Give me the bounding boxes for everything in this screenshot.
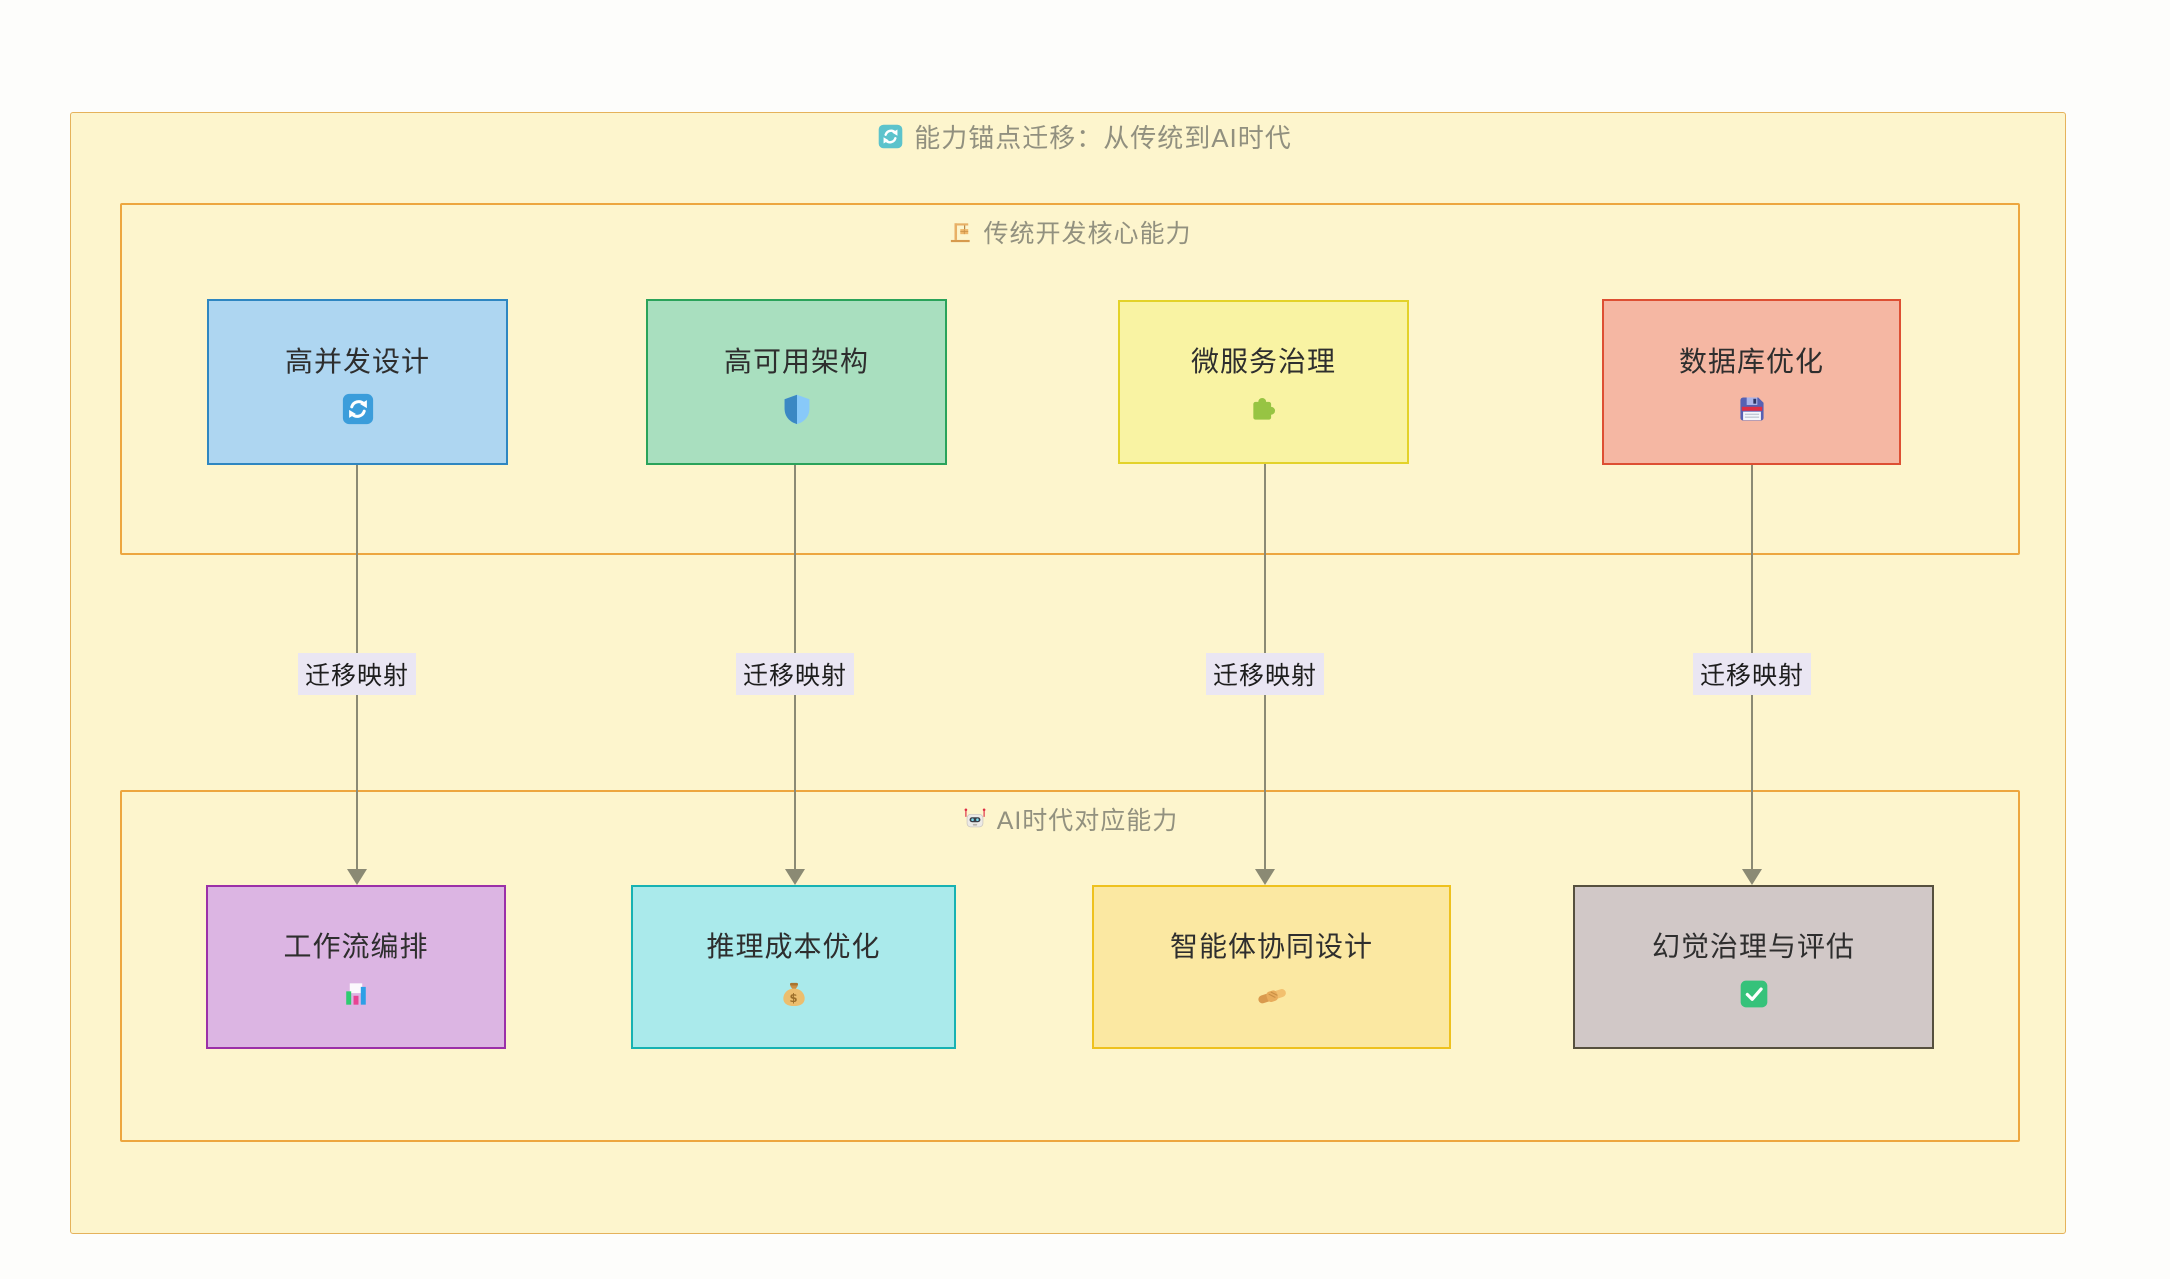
arrowhead-icon bbox=[1255, 869, 1275, 885]
node-hallucination-governance-evaluation: 幻觉治理与评估 bbox=[1573, 885, 1934, 1049]
node-label: 智能体协同设计 bbox=[1169, 930, 1373, 962]
edge-label: 迁移映射 bbox=[297, 653, 417, 695]
construction-crane-icon bbox=[951, 223, 971, 243]
edge-label: 迁移映射 bbox=[1692, 653, 1812, 695]
edge-database-to-hallucination: 迁移映射 bbox=[1692, 464, 1812, 885]
money-bag-icon: $ bbox=[782, 982, 805, 1006]
node-database-optimization: 数据库优化 bbox=[1602, 299, 1901, 465]
check-mark-icon bbox=[1740, 980, 1767, 1007]
node-label: 高并发设计 bbox=[284, 345, 430, 377]
handshake-icon bbox=[1257, 988, 1286, 1003]
shield-icon bbox=[784, 394, 809, 424]
node-agent-collaborative-design: 智能体协同设计 bbox=[1092, 885, 1451, 1049]
node-label: 数据库优化 bbox=[1678, 345, 1824, 377]
node-label: 高可用架构 bbox=[723, 345, 869, 377]
node-label: 推理成本优化 bbox=[706, 930, 881, 962]
edge-microservice-to-agent: 迁移映射 bbox=[1205, 464, 1325, 885]
puzzle-icon bbox=[1252, 397, 1275, 420]
robot-icon bbox=[964, 808, 986, 828]
node-workflow-orchestration: 工作流编排 bbox=[206, 885, 506, 1049]
bar-chart-icon bbox=[346, 982, 366, 1005]
group-ai-title: AI时代对应能力 bbox=[122, 801, 2018, 837]
edge-label: 迁移映射 bbox=[735, 653, 855, 695]
arrowhead-icon bbox=[347, 869, 367, 885]
node-inference-cost-optimization: 推理成本优化 $ bbox=[631, 885, 956, 1049]
group-ai-title-text: AI时代对应能力 bbox=[996, 807, 1179, 835]
node-microservice-governance: 微服务治理 bbox=[1118, 300, 1409, 464]
edge-availability-to-cost: 迁移映射 bbox=[735, 464, 855, 885]
refresh-icon bbox=[342, 393, 373, 424]
edge-label: 迁移映射 bbox=[1205, 653, 1325, 695]
diagram-title-text: 能力锚点迁移：从传统到AI时代 bbox=[914, 123, 1292, 153]
node-label: 工作流编排 bbox=[283, 930, 429, 962]
node-high-concurrency-design: 高并发设计 bbox=[207, 299, 508, 465]
svg-text:$: $ bbox=[789, 991, 798, 1005]
group-traditional-title: 传统开发核心能力 bbox=[122, 214, 2018, 250]
edge-concurrency-to-workflow: 迁移映射 bbox=[297, 464, 417, 885]
diagram-title: 能力锚点迁移：从传统到AI时代 bbox=[0, 118, 2170, 155]
floppy-disk-icon bbox=[1739, 396, 1764, 421]
refresh-icon bbox=[878, 124, 903, 149]
node-high-availability-architecture: 高可用架构 bbox=[646, 299, 947, 465]
node-label: 幻觉治理与评估 bbox=[1651, 930, 1855, 962]
node-label: 微服务治理 bbox=[1190, 345, 1336, 377]
arrowhead-icon bbox=[1742, 869, 1762, 885]
group-traditional-title-text: 传统开发核心能力 bbox=[983, 220, 1192, 248]
arrowhead-icon bbox=[785, 869, 805, 885]
